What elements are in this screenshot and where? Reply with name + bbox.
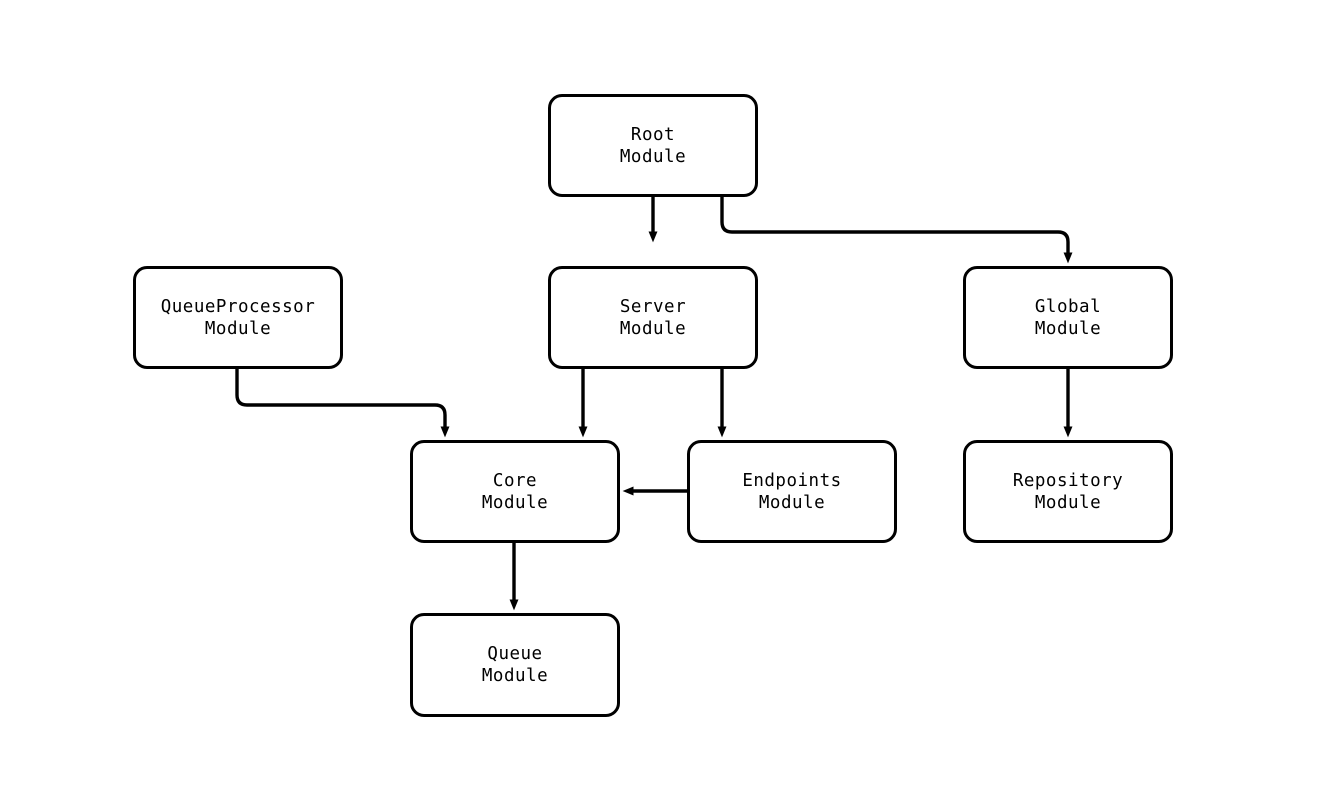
node-server[interactable]: Server Module xyxy=(548,266,758,369)
node-core-sublabel: Module xyxy=(481,492,549,513)
node-global[interactable]: Global Module xyxy=(963,266,1173,369)
node-root-sublabel: Module xyxy=(619,146,687,167)
node-queue-name: Queue xyxy=(487,644,543,664)
node-endpoints[interactable]: Endpoints Module xyxy=(687,440,897,543)
node-queueprocessor[interactable]: QueueProcessor Module xyxy=(133,266,343,369)
node-endpoints-sublabel: Module xyxy=(758,492,826,513)
node-repository-name: Repository xyxy=(1012,470,1124,491)
node-global-name: Global xyxy=(1034,296,1102,317)
node-queueprocessor-sublabel: Module xyxy=(204,318,272,339)
node-queue-sublabel: Module xyxy=(481,666,549,686)
node-root[interactable]: Root Module xyxy=(548,94,758,197)
node-root-name: Root xyxy=(630,124,676,145)
node-queue[interactable]: Queue Module xyxy=(410,613,620,717)
node-server-sublabel: Module xyxy=(619,318,687,339)
node-server-name: Server xyxy=(619,296,687,317)
node-repository[interactable]: Repository Module xyxy=(963,440,1173,543)
node-queueprocessor-name: QueueProcessor xyxy=(160,296,316,317)
node-endpoints-name: Endpoints xyxy=(742,470,842,491)
node-core-name: Core xyxy=(492,470,538,491)
edge-root-global xyxy=(720,197,1073,264)
node-repository-sublabel: Module xyxy=(1034,492,1102,513)
node-core[interactable]: Core Module xyxy=(410,440,620,543)
edge-queueprocessor-core xyxy=(235,369,450,438)
node-global-sublabel: Module xyxy=(1034,318,1102,339)
